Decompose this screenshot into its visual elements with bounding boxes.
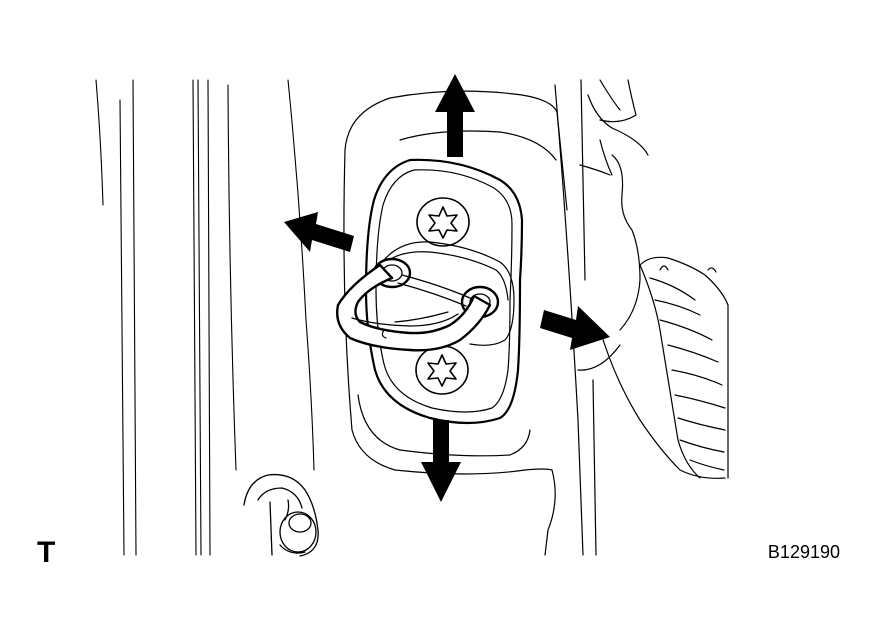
door-panel-edges — [95, 79, 315, 556]
arrow-right-icon — [540, 306, 610, 350]
arrow-up-icon — [435, 74, 475, 157]
arrow-down-icon — [421, 420, 461, 502]
torx-screw-top — [416, 197, 470, 247]
view-corner-mark: T — [37, 536, 56, 569]
body-bolt — [243, 473, 319, 557]
body-right-contours — [554, 79, 726, 556]
wire-harness — [639, 256, 729, 479]
striker-base-plate — [364, 158, 524, 425]
arrow-left-icon — [284, 212, 354, 252]
figure-id-label: B129190 — [767, 542, 840, 562]
striker-loop — [336, 257, 500, 352]
torx-screw-bottom — [415, 345, 469, 395]
